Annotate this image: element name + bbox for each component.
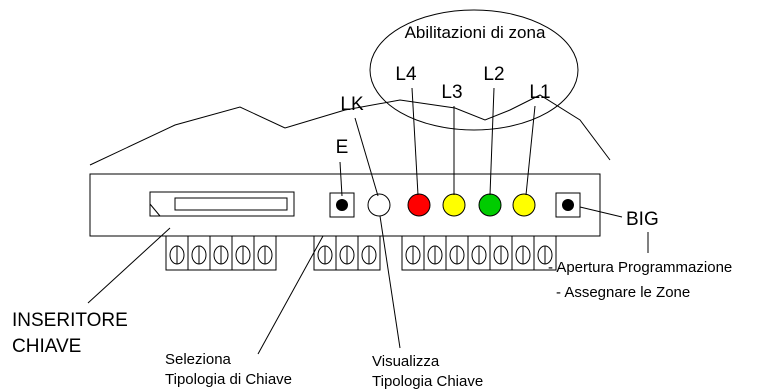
- label-l4: L4: [395, 64, 417, 85]
- leader-l4: [411, 87, 419, 196]
- led-l2: [478, 193, 502, 217]
- ellipse-label: Abilitazioni di zona: [405, 23, 546, 42]
- leader-lk: [354, 117, 379, 197]
- label-visualizza-line2: Tipologia Chiave: [372, 373, 483, 390]
- label-inseritore-line1: INSERITORE: [12, 310, 128, 331]
- label-l1: L1: [529, 82, 550, 103]
- led-l3: [442, 193, 466, 217]
- leader-seleziona: [257, 235, 324, 355]
- label-lk: LK: [340, 94, 364, 115]
- terminal-blocks: [165, 235, 557, 271]
- leader-inseritore: [87, 227, 171, 304]
- leader-visualizza: [379, 215, 401, 349]
- big-button-dot: [562, 199, 574, 211]
- leader-l2: [489, 87, 495, 196]
- key-slot-inner: [174, 197, 288, 211]
- label-visualizza-line1: Visualizza: [372, 353, 440, 370]
- label-seleziona-line2: Tipologia di Chiave: [165, 371, 292, 388]
- leader-e: [339, 161, 343, 197]
- key-slot-notch: [149, 203, 161, 217]
- led-l4: [407, 193, 431, 217]
- label-seleziona-line1: Seleziona: [165, 351, 232, 368]
- label-big: BIG: [626, 209, 659, 230]
- e-button-dot: [336, 199, 348, 211]
- label-l2: L2: [483, 64, 504, 85]
- label-e: E: [336, 137, 349, 158]
- leader-big: [579, 206, 623, 218]
- label-l3: L3: [441, 82, 462, 103]
- cover-outline: [89, 94, 611, 166]
- led-l1: [512, 193, 536, 217]
- label-assegnare: - Assegnare le Zone: [556, 284, 690, 301]
- zone-ellipse: [369, 9, 579, 131]
- led-lk: [367, 193, 391, 217]
- leader-l1: [525, 105, 536, 196]
- label-inseritore-line2: CHIAVE: [12, 336, 81, 357]
- label-apertura: - Apertura Programmazione: [548, 259, 732, 276]
